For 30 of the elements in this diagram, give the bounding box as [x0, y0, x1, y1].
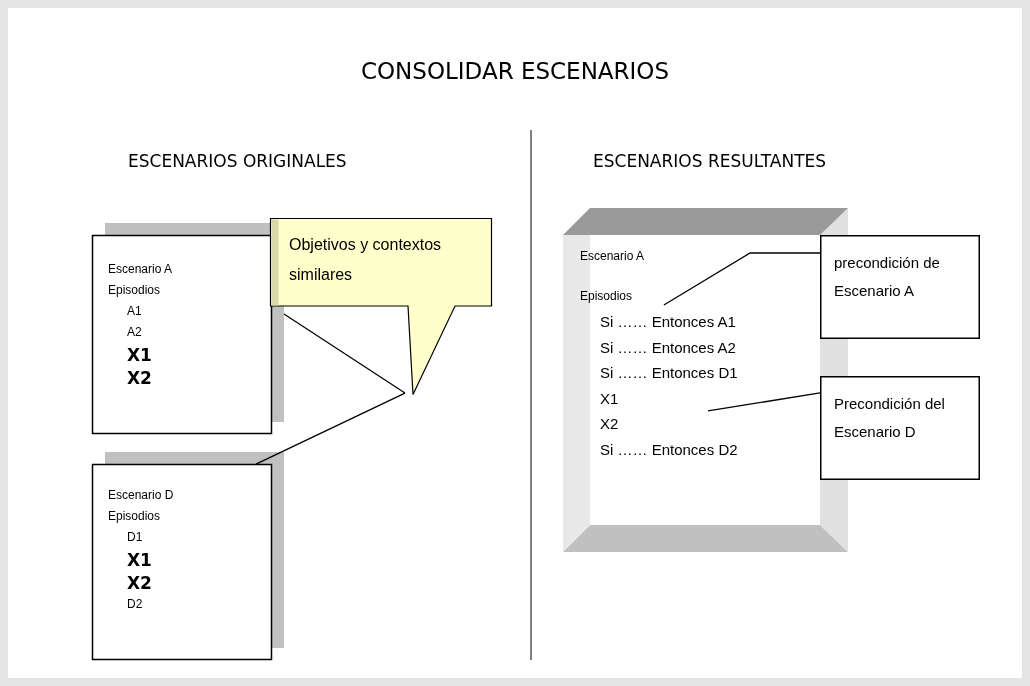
- episode-item: D1: [127, 530, 143, 544]
- step-item: Si …… Entonces D2: [600, 441, 738, 458]
- callout-text: Objetivos y contextos similares: [289, 235, 443, 285]
- section-label: Episodios: [580, 289, 633, 303]
- note-text: precondición de Escenario A: [834, 253, 941, 301]
- episode-item: D2: [127, 597, 143, 611]
- episode-item: X2: [127, 368, 152, 388]
- section-label: Episodios: [108, 509, 161, 523]
- section-label: Episodios: [108, 283, 161, 297]
- diagram-title: CONSOLIDAR ESCENARIOS: [359, 58, 671, 84]
- scenario-title: Escenario A: [108, 262, 173, 276]
- episode-item: A2: [127, 325, 142, 339]
- step-item: Si …… Entonces A1: [600, 313, 736, 330]
- note-text: Precondición del Escenario D: [834, 394, 946, 442]
- episode-item: A1: [127, 304, 142, 318]
- episode-item: X1: [127, 550, 152, 570]
- episode-item: X1: [127, 345, 152, 365]
- step-item: Si …… Entonces A2: [600, 339, 736, 356]
- leader-line: [707, 392, 821, 412]
- leader-line: [255, 392, 406, 465]
- scenario-title: Escenario D: [108, 488, 174, 502]
- column-heading: ESCENARIOS RESULTANTES: [593, 151, 827, 171]
- step-item: X1: [600, 390, 619, 407]
- step-item: Si …… Entonces D1: [600, 364, 738, 381]
- scenario-title: Escenario A: [580, 249, 645, 263]
- leader-line: [283, 313, 406, 394]
- leader-line: [663, 252, 821, 306]
- column-heading: ESCENARIOS ORIGINALES: [128, 151, 347, 171]
- step-item: X2: [600, 415, 619, 432]
- episode-item: X2: [127, 573, 152, 593]
